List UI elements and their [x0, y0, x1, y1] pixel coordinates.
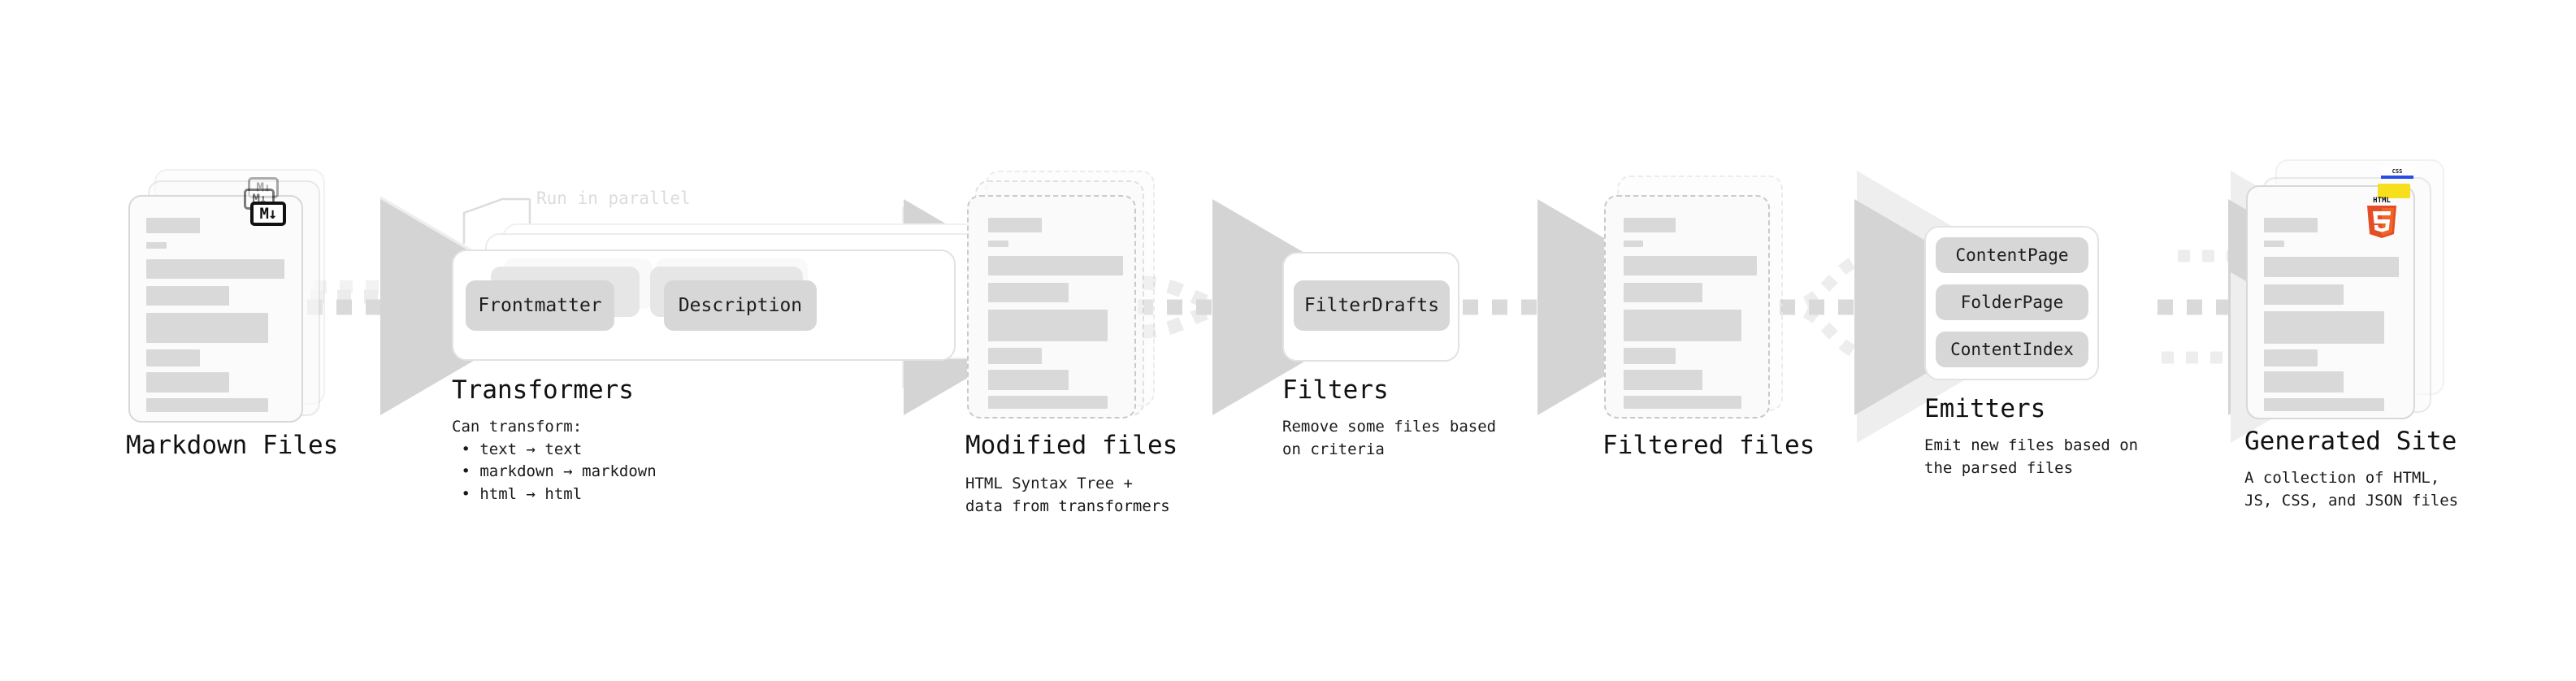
- css-badge-label: CSS: [2392, 168, 2403, 175]
- emitter-chip-contentindex[interactable]: ContentIndex: [1936, 332, 2088, 367]
- css-badge-underline: [2381, 176, 2413, 179]
- js-badge: [2378, 184, 2410, 198]
- html5-badge: HTML: [2363, 195, 2400, 239]
- svg-text:HTML: HTML: [2373, 197, 2391, 205]
- arrow-emitters-to-site: [2158, 171, 2413, 443]
- markdown-badge: M↓: [250, 202, 286, 226]
- stage-title-generated-site: Generated Site: [2244, 427, 2457, 456]
- emitter-chip-folderpage[interactable]: FolderPage: [1936, 284, 2088, 320]
- stage-title-transformers: Transformers: [452, 375, 634, 405]
- stage-subtitle-generated-site: A collection of HTML, JS, CSS, and JSON …: [2244, 469, 2459, 510]
- transformer-chip-frontmatter[interactable]: Frontmatter: [466, 280, 614, 331]
- stage-title-modified-files: Modified files: [965, 431, 1178, 460]
- stage-title-markdown-files: Markdown Files: [126, 431, 339, 460]
- modified-card-front: [967, 195, 1136, 419]
- stage-title-filtered-files: Filtered files: [1602, 431, 1815, 460]
- filtered-card-front: [1604, 195, 1770, 419]
- transformer-chip-description[interactable]: Description: [664, 280, 817, 331]
- emitter-chip-contentpage[interactable]: ContentPage: [1936, 237, 2088, 273]
- markdown-card-front: [128, 195, 303, 423]
- stage-title-emitters: Emitters: [1924, 394, 2046, 423]
- filter-chip-filterdrafts[interactable]: FilterDrafts: [1294, 280, 1450, 331]
- stage-subtitle-transformers: Can transform: • text → text • markdown …: [452, 418, 657, 503]
- run-in-parallel-label: Run in parallel: [536, 189, 691, 208]
- html5-shield-icon: HTML: [2367, 197, 2396, 238]
- stage-subtitle-emitters: Emit new files based on the parsed files: [1924, 436, 2139, 477]
- stage-subtitle-filters: Remove some files based on criteria: [1282, 418, 1497, 458]
- css-badge: CSS: [2381, 166, 2413, 179]
- arrow-filtered-to-emitters: [1780, 171, 2040, 443]
- stage-title-filters: Filters: [1282, 375, 1389, 405]
- stage-subtitle-modified-files: HTML Syntax Tree + data from transformer…: [965, 475, 1170, 515]
